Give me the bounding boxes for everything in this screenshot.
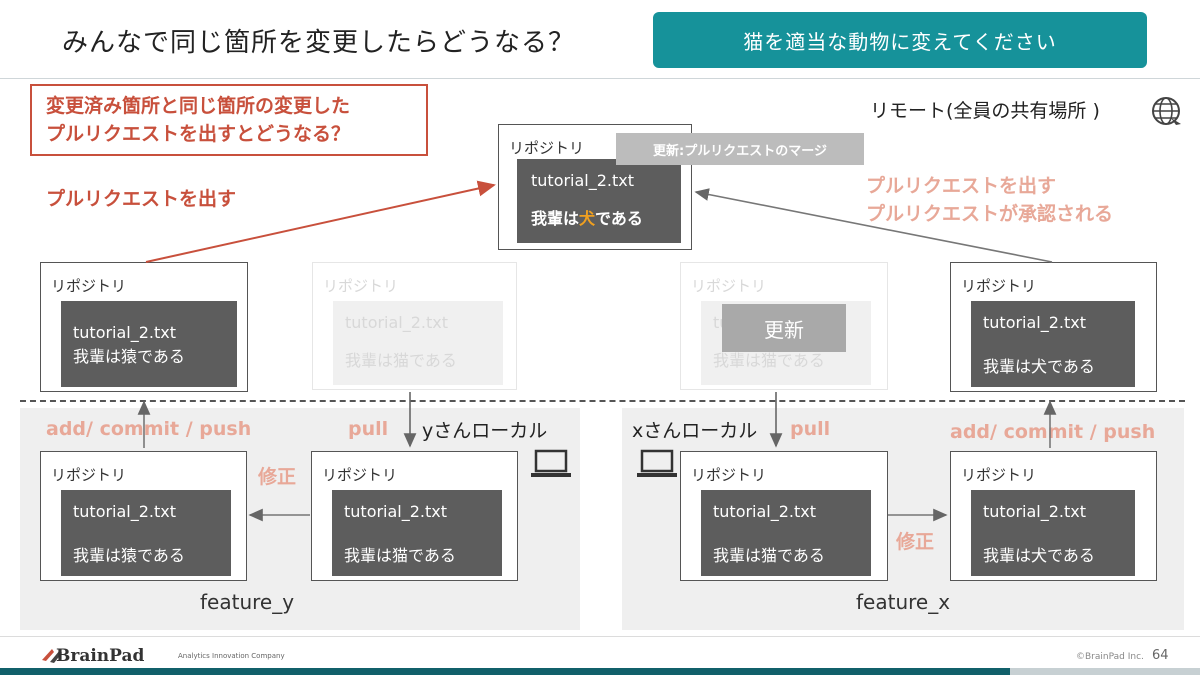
- file-box: tutorial_2.txt 我輩は猫である: [333, 301, 503, 385]
- copyright: ©BrainPad Inc.: [1076, 652, 1144, 662]
- globe-icon: [1152, 97, 1181, 125]
- pr-approved-line: プルリクエストが承認される: [866, 203, 1114, 225]
- local-y-label: yさんローカル: [422, 420, 548, 442]
- repo-label: リポジトリ: [961, 466, 1037, 484]
- repo-label: リポジトリ: [51, 466, 127, 484]
- repo-label: リポジトリ: [691, 277, 767, 295]
- remote-file-box: tutorial_2.txt 我輩は犬である: [517, 159, 681, 243]
- question-line-1: 変更済み箇所と同じ箇所の変更した: [46, 95, 351, 117]
- laptop-icon-x: [637, 449, 677, 477]
- task-banner: 猫を適当な動物に変えてください: [653, 12, 1147, 68]
- remote-repo: リポジトリ tutorial_2.txt 我輩は犬である: [498, 124, 692, 250]
- pull-label-left: pull: [348, 418, 389, 440]
- question-line-2: プルリクエストを出すとどうなる？: [46, 123, 351, 145]
- branch-y-label: feature_y: [200, 590, 295, 614]
- remote-label: リモート(全員の共有場所 ): [870, 100, 1100, 122]
- file-name: tutorial_2.txt: [344, 502, 448, 521]
- local-y-edit-repo: リポジトリ tutorial_2.txt 我輩は猿である: [40, 451, 247, 581]
- file-content: 我輩は犬である: [983, 357, 1095, 376]
- laptop-icon-y: [531, 449, 571, 477]
- file-content: 我輩は猫である: [345, 351, 457, 370]
- page-number: 64: [1152, 648, 1169, 663]
- send-pr-label-left: プルリクエストを出す: [46, 188, 237, 210]
- file-name: tutorial_2.txt: [531, 171, 635, 190]
- file-box: tutorial_2.txt 我輩は犬である: [971, 301, 1135, 387]
- footer-divider: [0, 636, 1200, 637]
- file-box: tutorial_2.txt 我輩は猫である: [701, 490, 871, 576]
- merge-tag: 更新:プルリクエストのマージ: [616, 133, 864, 165]
- add-commit-push-label-right: add/ commit / push: [950, 421, 1156, 443]
- file-content: 我輩は犬である: [531, 207, 681, 231]
- company-tagline: Analytics Innovation Company: [178, 652, 285, 660]
- file-name: tutorial_2.txt: [73, 323, 177, 342]
- local-x-label: xさんローカル: [632, 420, 758, 442]
- question-box: 変更済み箇所と同じ箇所の変更した プルリクエストを出すとどうなる？: [30, 84, 428, 156]
- file-content: 我輩は猫である: [713, 546, 825, 565]
- remote-local-separator: [20, 400, 1185, 402]
- local-y-pull-repo: リポジトリ tutorial_2.txt 我輩は猫である: [311, 451, 518, 581]
- repo-label: リポジトリ: [323, 277, 399, 295]
- pr-arrow-left: [145, 180, 496, 263]
- file-box: tutorial_2.txt 我輩は猿である: [61, 490, 231, 576]
- file-name: tutorial_2.txt: [983, 313, 1087, 332]
- file-content: 我輩は猫である: [344, 546, 456, 565]
- content-suffix: である: [595, 209, 643, 228]
- footer-bar: [0, 668, 1010, 675]
- repo-label: リポジトリ: [509, 139, 585, 157]
- file-content: 我輩は猫である: [713, 351, 825, 370]
- add-commit-push-label-left: add/ commit / push: [46, 418, 252, 440]
- header-divider: [0, 78, 1200, 79]
- file-box: tutorial_2.txt 我輩は猫である: [332, 490, 502, 576]
- brainpad-logo: BrainPad: [56, 646, 145, 666]
- local-x-pull-repo: リポジトリ tutorial_2.txt 我輩は猫である: [680, 451, 888, 581]
- pull-label-right: pull: [790, 418, 831, 440]
- branch-x-label: feature_x: [856, 590, 951, 614]
- file-content: 我輩は猿である: [73, 347, 185, 366]
- pr-arrow-right: [694, 188, 1053, 263]
- file-box: tutorial_2.txt 我輩は猿である: [61, 301, 237, 387]
- file-content: 我輩は猿である: [73, 546, 185, 565]
- send-pr-line: プルリクエストを出す: [866, 175, 1057, 197]
- remote-repo-x: リポジトリ tutorial_2.txt 我輩は犬である: [950, 262, 1157, 392]
- brainpad-logo-mark: [42, 649, 62, 663]
- file-name: tutorial_2.txt: [345, 313, 449, 332]
- file-name: tutorial_2.txt: [713, 502, 817, 521]
- footer-bar-right: [1010, 668, 1200, 675]
- content-prefix: 我輩は: [531, 209, 580, 228]
- file-box: tutorial_2.txt 我輩は犬である: [971, 490, 1135, 576]
- send-pr-label-right: プルリクエストを出す プルリクエストが承認される: [866, 172, 1113, 228]
- local-x-edit-repo: リポジトリ tutorial_2.txt 我輩は犬である: [950, 451, 1157, 581]
- fix-label-left: 修正: [258, 466, 297, 488]
- file-name: tutorial_2.txt: [73, 502, 177, 521]
- repo-label: リポジトリ: [691, 466, 767, 484]
- fix-label-right: 修正: [896, 531, 935, 553]
- file-content: 我輩は犬である: [983, 546, 1095, 565]
- remote-repo-faded-left: リポジトリ tutorial_2.txt 我輩は猫である: [312, 262, 517, 390]
- update-box: 更新: [722, 304, 846, 352]
- page-title: みんなで同じ箇所を変更したらどうなる？: [62, 28, 576, 58]
- content-highlight: 犬: [579, 209, 596, 228]
- repo-label: リポジトリ: [322, 466, 398, 484]
- remote-repo-y: リポジトリ tutorial_2.txt 我輩は猿である: [40, 262, 248, 392]
- file-name: tutorial_2.txt: [983, 502, 1087, 521]
- repo-label: リポジトリ: [51, 277, 127, 295]
- repo-label: リポジトリ: [961, 277, 1037, 295]
